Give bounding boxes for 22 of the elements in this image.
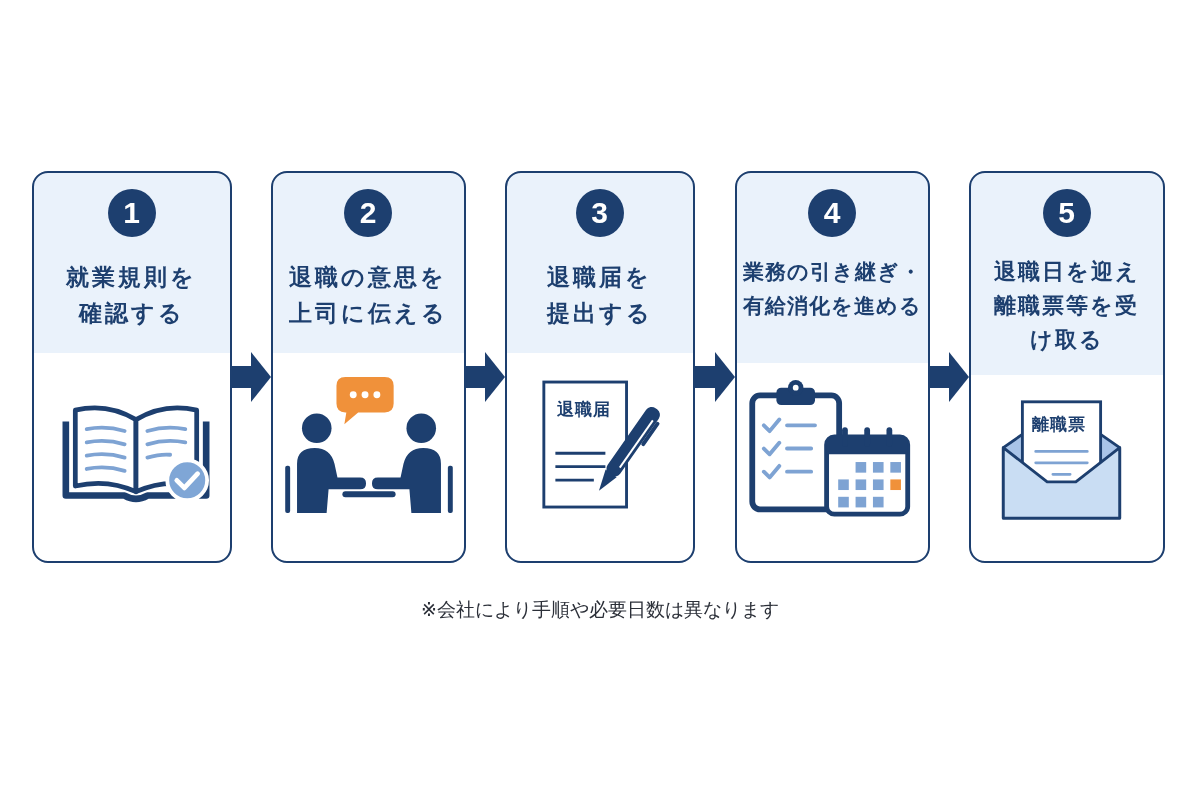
step-number: 3	[575, 189, 624, 237]
step-number: 4	[808, 189, 856, 237]
step-card	[32, 171, 232, 563]
arrow	[930, 352, 969, 402]
arrow	[232, 352, 271, 402]
arrow	[695, 352, 735, 402]
step-card	[969, 171, 1165, 563]
step-title: 退職日を迎え離職票等を受け取る	[992, 258, 1141, 354]
step-number: 1	[107, 189, 156, 237]
document-title: 退職届	[557, 399, 611, 419]
step-number: 2	[344, 189, 392, 237]
arrow	[466, 352, 505, 402]
step-card	[505, 171, 695, 563]
step-card	[735, 171, 930, 563]
step-title: 退職の意思を上司に伝える	[287, 263, 449, 328]
step-card	[271, 171, 466, 563]
step-title: 退職届を提出する	[545, 263, 654, 328]
step-title: 就業規則を確認する	[65, 263, 198, 328]
step-title: 業務の引き継ぎ・有給消化を進める	[741, 259, 923, 320]
step-number: 5	[1042, 189, 1091, 237]
caption-note: ※会社により手順や必要日数は異なります	[421, 597, 779, 621]
document-title: 離職票	[1032, 414, 1086, 434]
